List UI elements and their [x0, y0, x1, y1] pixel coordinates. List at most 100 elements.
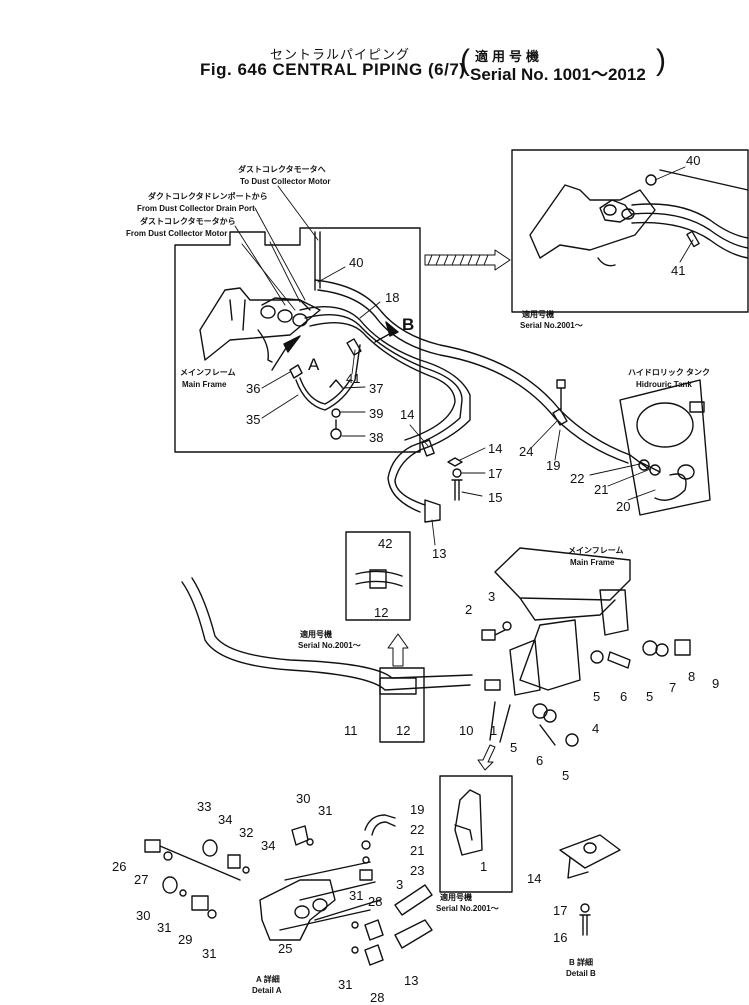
part-callout: 4: [592, 721, 600, 736]
note-dust-motor-from-en: From Dust Collector Motor: [126, 229, 228, 238]
part-callout: 40: [349, 255, 364, 270]
hydraulic-tank: [619, 379, 711, 516]
part-callout: 36: [246, 381, 261, 396]
part-callout: 28: [368, 894, 383, 909]
view-a-arrow: [271, 335, 301, 371]
part-callout: 14: [400, 407, 415, 422]
part-callout: 6: [620, 689, 628, 704]
part-callout: 37: [369, 381, 384, 396]
main-view-frame: [174, 227, 421, 453]
part-callout: 31: [318, 803, 333, 818]
part-callout: 31: [349, 888, 364, 903]
part-callout: 16: [553, 930, 568, 945]
inset-view-frame: [511, 149, 749, 313]
part-callout: 1: [480, 859, 488, 874]
note-serial-inset-jp: 適用号機: [522, 310, 554, 319]
hose-bundle-main: [299, 305, 471, 506]
part-callout: 14: [527, 871, 542, 886]
part-callout: 27: [134, 872, 149, 887]
part-callout: 3: [488, 589, 496, 604]
part-callout: 13: [404, 973, 419, 988]
hatched-arrow: [424, 249, 511, 271]
part-callout: 39: [369, 406, 384, 421]
part-callout: 34: [218, 812, 233, 827]
part-callout: 21: [594, 482, 609, 497]
view-b-arrow: [374, 321, 399, 343]
part-callout: 1: [490, 723, 498, 738]
note-dust-motor-from-jp: ダストコレクタモータから: [140, 217, 236, 226]
part-callout: 41: [671, 263, 686, 278]
note-serial-bracket-jp: 適用号機: [440, 893, 472, 902]
detail-a-drawing: [144, 825, 384, 966]
note-serial-inset-en: Serial No.2001～: [520, 321, 583, 330]
main-frame-bracket: [199, 287, 321, 361]
part-callout: 23: [410, 863, 425, 878]
part-callout: 21: [410, 843, 425, 858]
note-dust-motor-to-jp: ダストコレクタモータへ: [238, 165, 326, 174]
part-callout: 32: [239, 825, 254, 840]
detail-box-1: [439, 775, 513, 893]
part-callout: 34: [261, 838, 276, 853]
part-callout: 26: [112, 859, 127, 874]
part-callout: 40: [686, 153, 701, 168]
part-callout: 24: [519, 444, 534, 459]
part-callout: 5: [593, 689, 601, 704]
part-callout: 42: [378, 536, 393, 551]
part-callout: 31: [157, 920, 172, 935]
open-paren: (: [460, 44, 470, 77]
part-callout: 18: [385, 290, 400, 305]
part-callout: 30: [136, 908, 151, 923]
part-callout: 12: [374, 605, 389, 620]
note-main-frame-2-en: Main Frame: [570, 558, 615, 567]
part-callout: 8: [688, 669, 696, 684]
figure-title: Fig. 646 CENTRAL PIPING (6/7): [200, 60, 466, 79]
note-main-frame-2-jp: メインフレーム: [568, 546, 624, 555]
part-callout: 12: [396, 723, 411, 738]
serial-range: Serial No. 1001～2012: [470, 65, 646, 84]
note-serial-clamp-jp: 適用号機: [300, 630, 332, 639]
part-callout: 5: [562, 768, 570, 783]
note-drain-port-en: From Dust Collector Drain Port: [137, 204, 255, 213]
part-callout: 38: [369, 430, 384, 445]
part-callout: 41: [346, 371, 361, 386]
clamp-12-box: [379, 667, 425, 743]
part-callout: 14: [488, 441, 503, 456]
valve-fittings: [260, 297, 311, 327]
part-callout: 25: [278, 941, 293, 956]
part-callout: 17: [553, 903, 568, 918]
part-callout: 31: [338, 977, 353, 992]
leader-lines: [234, 166, 694, 546]
pipe-11: [181, 581, 471, 691]
detail-a-label-en: Detail A: [252, 986, 282, 995]
part-callout: 9: [712, 676, 720, 691]
part-callout: 22: [410, 822, 425, 837]
part-callout: 5: [646, 689, 654, 704]
clamp-detail-box: [345, 531, 411, 621]
serial-japanese: 適用号機: [475, 49, 544, 64]
part-callout: 5: [510, 740, 518, 755]
part-callout: 2: [465, 602, 473, 617]
detail-b-label-en: Detail B: [566, 969, 596, 978]
part-callout: 3: [396, 877, 404, 892]
part-callout: 35: [246, 412, 261, 427]
part-callout: 19: [546, 458, 561, 473]
part-callout: 20: [616, 499, 631, 514]
part-callout: 28: [370, 990, 385, 1005]
note-hydraulic-tank-en: Hidrouric Tank: [636, 380, 692, 389]
note-serial-clamp-en: Serial No.2001～: [298, 641, 361, 650]
part-callout: 31: [202, 946, 217, 961]
view-a-letter: A: [308, 355, 320, 374]
clamp-12: [379, 677, 417, 695]
note-hydraulic-tank-jp: ハイドロリック タンク: [628, 368, 711, 377]
part-callout: 10: [459, 723, 474, 738]
detail-b-drawing: [559, 834, 621, 936]
close-paren: ): [656, 44, 666, 77]
note-dust-motor-to-en: To Dust Collector Motor: [240, 177, 331, 186]
note-drain-port-jp: ダクトコレクタドレンポートから: [148, 192, 268, 201]
part-callout: 13: [432, 546, 447, 561]
detail-a-label-jp: A 詳細: [256, 975, 280, 984]
note-main-frame-jp: メインフレーム: [180, 368, 236, 377]
note-main-frame-en: Main Frame: [182, 380, 227, 389]
detail-b-label-jp: B 詳細: [569, 958, 593, 967]
